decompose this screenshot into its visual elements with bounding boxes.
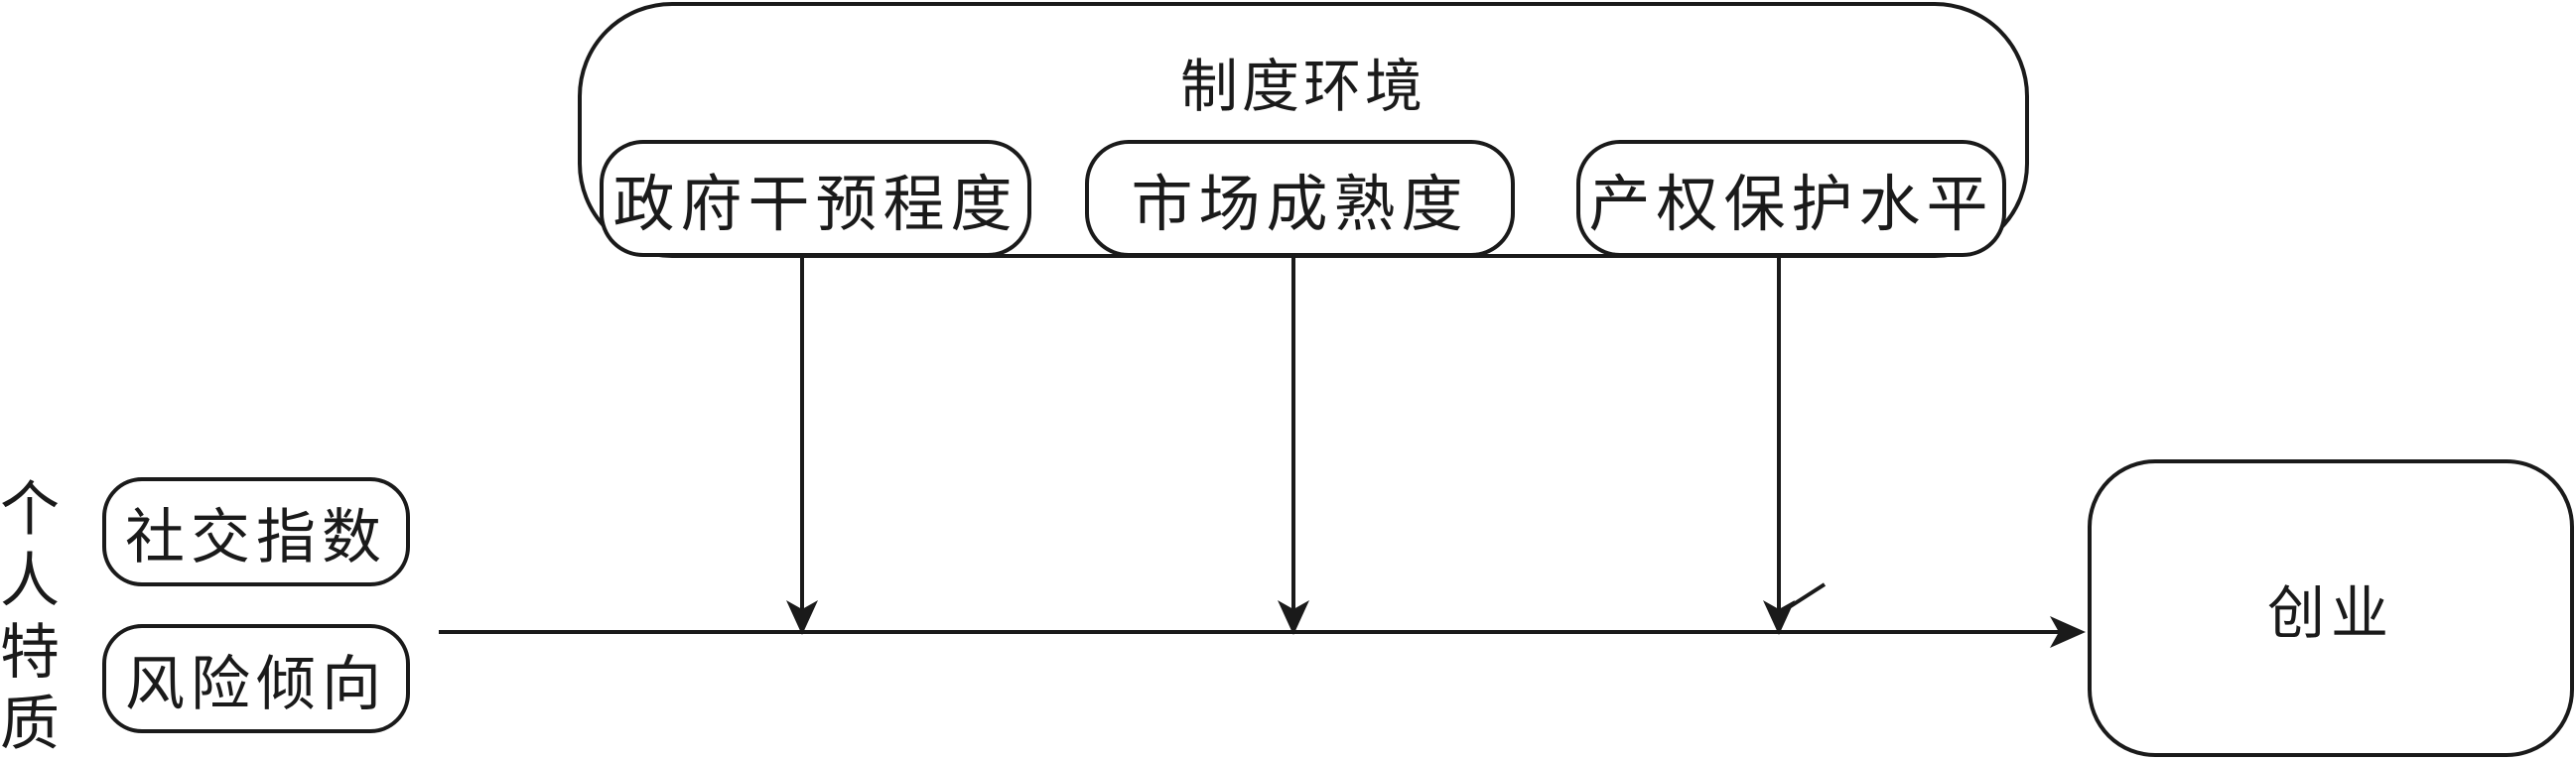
main-arrowhead — [2050, 616, 2086, 648]
government-intervention-box: 政府干预程度 — [600, 140, 1031, 257]
property-rights-box: 产权保护水平 — [1576, 140, 2006, 257]
social-index-box: 社交指数 — [102, 477, 410, 586]
institutional-environment-title: 制度环境 — [1179, 53, 1426, 120]
risk-preference-box: 风险倾向 — [102, 624, 410, 733]
stray-tick — [1781, 582, 1827, 613]
personal-traits-char: 人 — [0, 547, 60, 616]
personal-traits-char: 特 — [0, 618, 60, 688]
entrepreneurship-box: 创业 — [2088, 459, 2574, 757]
moderator-arrow-2-head — [1278, 600, 1309, 635]
personal-traits-char: 个 — [0, 475, 60, 545]
moderator-arrow-1-head — [786, 600, 818, 635]
personal-traits-char: 质 — [0, 690, 60, 759]
market-maturity-box: 市场成熟度 — [1085, 140, 1515, 257]
personal-traits-label: 个 人 特 质 — [0, 474, 60, 760]
